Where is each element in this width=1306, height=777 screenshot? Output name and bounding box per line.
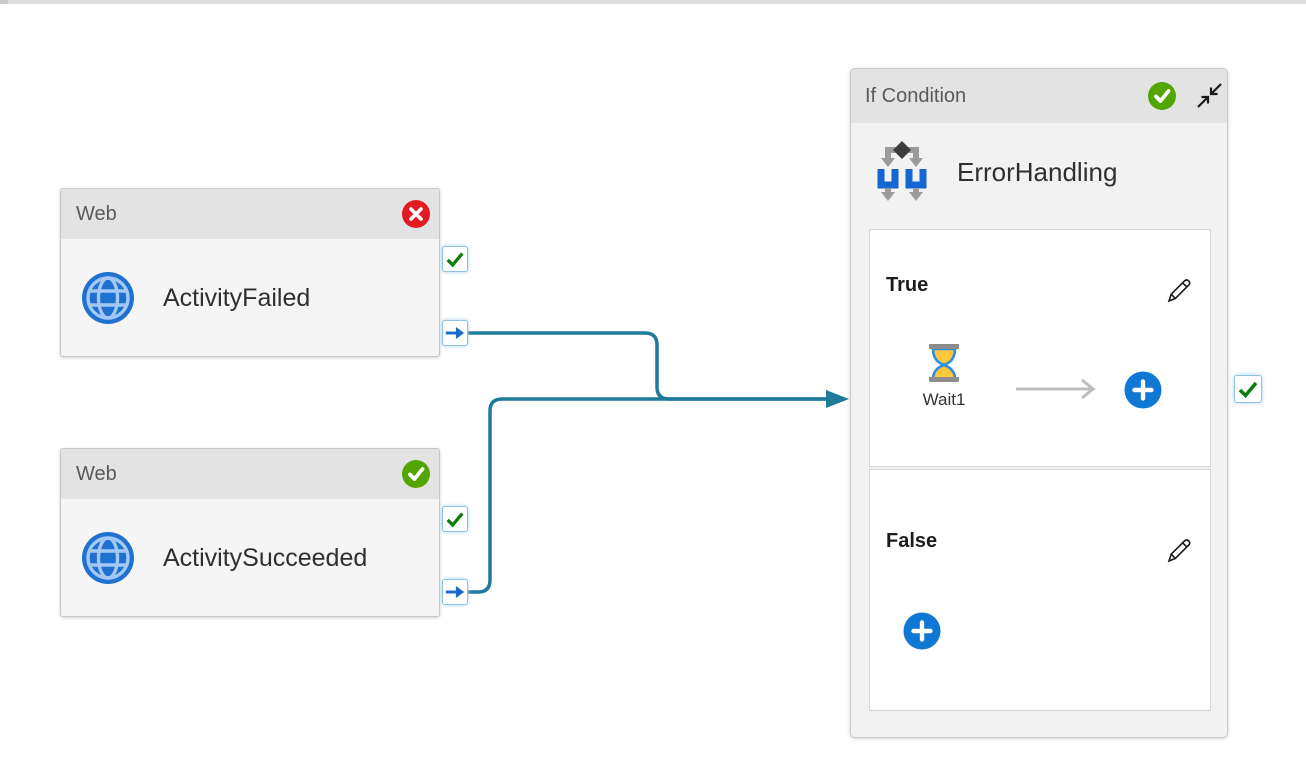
activity-type-label: Web xyxy=(76,202,117,225)
activity-name: ActivitySucceeded xyxy=(163,543,368,572)
collapse-icon[interactable] xyxy=(1195,82,1223,110)
if-condition-name: ErrorHandling xyxy=(957,156,1118,187)
success-check-badge xyxy=(402,460,430,488)
activity-type-label: Web xyxy=(76,462,117,485)
connector-arrowhead xyxy=(826,390,849,408)
success-check-port[interactable] xyxy=(1234,375,1262,403)
activity-header: Web xyxy=(61,449,439,499)
hourglass-icon xyxy=(913,343,975,383)
output-arrow-port[interactable] xyxy=(442,320,468,346)
branch-label: True xyxy=(886,274,929,296)
inner-activity-wait1[interactable]: Wait1 xyxy=(913,343,975,410)
connector-activityfailed-to-errorhandling[interactable] xyxy=(468,331,826,401)
canvas-top-strip-accent xyxy=(0,0,8,4)
if-condition-header: If Condition xyxy=(851,69,1227,123)
success-check-port[interactable] xyxy=(442,506,468,532)
pencil-icon[interactable] xyxy=(1164,534,1194,566)
branch-card-true[interactable]: True Wait1 xyxy=(869,229,1211,467)
add-activity-button[interactable] xyxy=(903,612,941,650)
if-condition-node-errorhandling[interactable]: If Condition xyxy=(850,68,1228,738)
error-x-badge xyxy=(402,200,430,228)
activity-body: ActivitySucceeded xyxy=(61,499,439,617)
output-arrow-port[interactable] xyxy=(442,579,468,605)
activity-body: ActivityFailed xyxy=(61,239,439,357)
canvas-top-strip xyxy=(0,0,1306,4)
success-check-badge xyxy=(1148,82,1176,110)
if-condition-type-label: If Condition xyxy=(865,84,967,107)
if-condition-branch-icon xyxy=(873,141,931,203)
globe-icon xyxy=(81,271,135,325)
activity-header: Web xyxy=(61,189,439,239)
activity-node-activitysucceeded[interactable]: Web ActivitySucceeded xyxy=(60,448,440,617)
globe-icon xyxy=(81,531,135,585)
branch-card-false[interactable]: False xyxy=(869,469,1211,711)
branch-label: False xyxy=(886,530,938,552)
flow-arrow-icon xyxy=(1014,377,1104,401)
connector-activitysucceeded-to-errorhandling[interactable] xyxy=(468,397,826,594)
success-check-port[interactable] xyxy=(442,246,468,272)
activity-node-activityfailed[interactable]: Web ActivityFailed xyxy=(60,188,440,357)
inner-activity-name: Wait1 xyxy=(922,390,966,409)
activity-name: ActivityFailed xyxy=(163,283,311,312)
pencil-icon[interactable] xyxy=(1164,274,1194,306)
if-condition-title-row: ErrorHandling xyxy=(851,123,1227,207)
add-activity-button[interactable] xyxy=(1124,371,1162,409)
